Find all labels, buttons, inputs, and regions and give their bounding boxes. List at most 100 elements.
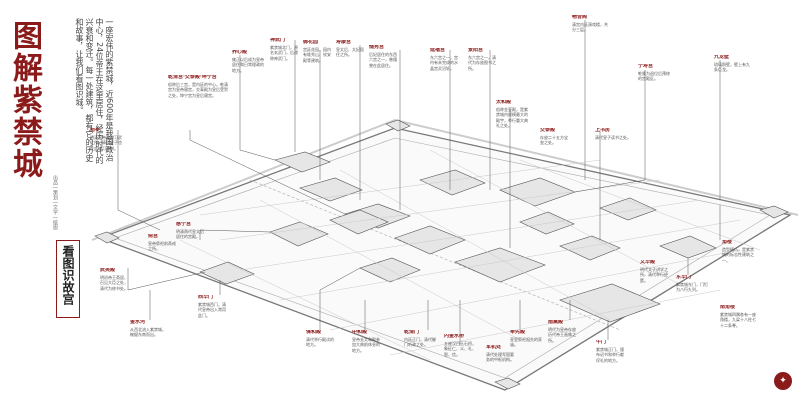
callout-text: 宫廷花园，园内有堆秀山、钦安殿等建筑。 — [303, 46, 331, 63]
callout-title: 西华门 — [198, 295, 214, 300]
callout-wumen: 午门紫禁城正门，颁布诏书和举行献俘礼的地方。 — [596, 340, 626, 385]
callout-text: 造型精巧，是紫禁城的标志性建筑之一。 — [722, 246, 754, 263]
moat — [91, 118, 799, 241]
callout-title: 九龙壁 — [714, 55, 730, 60]
callout-donghua: 东华门紫禁城东门，门钉为八行九列。 — [676, 275, 710, 315]
roof-pattern — [179, 149, 761, 361]
callout-text: 明代太子讲学之所，清代举行经筵。 — [640, 266, 668, 283]
roof-line-8 — [259, 199, 521, 341]
building-jianting — [599, 197, 657, 221]
callout-title: 太和殿 — [496, 100, 512, 105]
buildings — [94, 119, 789, 390]
callout-title: 南熏殿 — [548, 320, 564, 325]
callout-title: 上书房 — [595, 128, 611, 133]
subtitle: 看图识故宫 — [56, 240, 80, 318]
building-jiaolou-w — [94, 231, 120, 244]
building-jiaolou-n — [385, 119, 411, 132]
callout-title: 宁寿宫 — [638, 64, 654, 69]
callout-chuxiu: 储秀宫后妃居住的东西六宫之一，慈禧曾在此居住。 — [369, 45, 399, 105]
building-jiaolou-e — [759, 205, 789, 219]
building-donghua — [659, 235, 717, 259]
seal-logo: ✦ — [774, 372, 792, 390]
callout-taihe: 太和殿俗称金銮殿，是紫禁城内规模最大的殿宇，举行重大典礼之处。 — [496, 100, 530, 152]
callout-zhaigong: 斋宫皇帝祭祀前斋戒之所。 — [148, 234, 176, 264]
callout-text: 从西北流入紫禁城，蜿蜒东南而出。 — [130, 326, 166, 338]
building-cining — [269, 221, 329, 247]
callout-text: 紫禁城四隅各有一座角楼，九梁十八柱七十二条脊。 — [720, 311, 756, 328]
building-east-six — [419, 169, 486, 196]
callout-jiuqu: 九龙壁琉璃照壁，壁上有九条巨龙。 — [714, 55, 750, 105]
callout-title: 慈宁宫 — [176, 222, 192, 227]
callout-title: 保和殿 — [306, 330, 322, 335]
building-taihe — [454, 247, 546, 283]
callout-xingshan: 养心殿雍正以后成为皇帝居住和日常理政的地方。 — [232, 50, 266, 105]
callout-title: 乾清宫·交泰殿·坤宁宫 — [168, 75, 217, 80]
callout-text: 明清两代皇太后居住的宫殿。 — [176, 228, 204, 240]
leader-baohe — [319, 267, 361, 330]
callout-title: 箭亭 — [90, 128, 101, 133]
leader-palace-center — [189, 130, 346, 215]
callout-title: 午门 — [596, 340, 607, 345]
callout-text: 五座汉白玉石桥，象征仁、义、礼、智、信。 — [444, 340, 476, 357]
callout-text: 皇帝去太和殿参加大典前休息的地方。 — [352, 336, 380, 353]
callout-palace-center: 乾清宫·交泰殿·坤宁宫俗称后三宫，是内廷的中心。乾清宫为皇帝寝宫，交泰殿为皇后受… — [168, 75, 228, 137]
roof-line-3 — [239, 199, 701, 271]
callout-text: 紫禁城东门，门钉为八行九列。 — [676, 281, 708, 293]
callout-jinshui: 金水河从西北流入紫禁城，蜿蜒东南而出。 — [130, 320, 166, 390]
callout-text: 清代处理军国要务的中枢机构。 — [486, 351, 514, 363]
callout-text: 明代为皇帝存放历代帝王画像之所。 — [548, 326, 576, 343]
callout-wuying: 武英殿明初帝王斋居、召见大臣之处，清代为修书处。 — [100, 268, 130, 323]
callout-text: 紫禁城西门，清代皇帝出入常用此门。 — [198, 301, 226, 318]
roof-line-6 — [389, 289, 721, 356]
callout-title: 内金水桥 — [444, 334, 465, 339]
callout-yuhuayuan: 御花园宫廷花园，园内有堆秀山、钦安殿等建筑。 — [303, 40, 333, 102]
callout-text: 皇室祭祀祖先的家庙。 — [510, 336, 542, 348]
callout-text: 存放二十五方宝玺之处。 — [540, 134, 568, 146]
building-xihua — [199, 261, 255, 285]
callout-title: 奉先殿 — [510, 330, 526, 335]
callout-title: 中和殿 — [352, 330, 368, 335]
callout-text: 明清皇帝骑射习武之所，清代皇子也在此练习骑射。 — [90, 134, 122, 151]
callout-text: 明初帝王斋居、召见大臣之处，清代为修书处。 — [100, 274, 128, 291]
roof-line-9 — [339, 169, 611, 321]
callout-title: 角楼 — [722, 240, 733, 245]
callout-nanxun: 南熏殿明代为皇帝存放历代帝王画像之所。 — [548, 320, 578, 375]
central-axis — [249, 179, 621, 331]
leader-wuying — [127, 268, 206, 291]
callout-juntai: 军机处清代处理军国要务的中枢机构。 — [486, 345, 516, 390]
callout-title: 畅音阁 — [572, 15, 588, 20]
leader-ningshou — [574, 70, 646, 193]
callout-text: 紫禁城正门，颁布诏书和举行献俘礼的地方。 — [596, 346, 624, 363]
callout-text: 紫禁城北门，原名玄武门，后改称神武门。 — [270, 44, 298, 61]
callout-text: 内廷正门，清代御门听政之处。 — [404, 336, 436, 348]
callout-text: 后妃居住的东西六宫之一，慈禧曾在此居住。 — [369, 51, 397, 68]
callout-jiaolou: 角楼造型精巧，是紫禁城的标志性建筑之一。 — [722, 240, 756, 288]
callout-shoukang: 寿康宫皇太后、太妃居住之所。 — [336, 40, 366, 102]
callout-yanxi: 延禧宫东六宫之一，宫内有未完成的水晶宫灵沼轩。 — [430, 48, 460, 108]
callout-text: 清宫内廷演戏楼，共分三层。 — [572, 21, 608, 33]
callout-shangshu: 上书房清代皇子读书之处。 — [595, 128, 631, 198]
callout-text: 清代举行殿试的地方。 — [306, 336, 334, 348]
callout-changyin: 畅音阁清宫内廷演戏楼，共分三层。 — [572, 15, 608, 90]
callout-title: 武英殿 — [100, 268, 116, 273]
roof-line-10 — [429, 149, 691, 291]
roof-line-7 — [179, 239, 431, 361]
callout-zhonghe: 中和殿皇帝去太和殿参加大典前休息的地方。 — [352, 330, 382, 378]
callout-baohe: 保和殿清代举行殿试的地方。 — [306, 330, 336, 378]
callout-nanjiao: 南角楼紫禁城四隅各有一座角楼，九梁十八柱七十二条脊。 — [720, 305, 756, 360]
callout-title: 寿康宫 — [336, 40, 352, 45]
callout-title: 金水河 — [130, 320, 146, 325]
intro-text: 一座宏伟的紫禁城，近600年是我国政治中心，24位帝王在这里居住，经历时代的兴衰… — [75, 18, 114, 165]
callout-cining: 慈宁宫明清两代皇太后居住的宫殿。 — [176, 222, 206, 256]
callout-text: 皇太后、太妃居住之所。 — [336, 46, 364, 58]
leader-xingshan — [239, 55, 276, 161]
callout-shenwu: 神武门紫禁城北门，原名玄武门，后改称神武门。 — [270, 38, 300, 100]
callout-title: 东华门 — [676, 275, 692, 280]
callout-jianting: 箭亭明清皇帝骑射习武之所，清代皇子也在此练习骑射。 — [90, 128, 124, 188]
callout-title: 军机处 — [486, 345, 502, 350]
callout-text: 俗称后三宫，是内廷的中心。乾清宫为皇帝寝宫，交泰殿为皇后受贺之处，坤宁宫为皇后寝… — [168, 81, 228, 98]
building-shenwu — [274, 151, 331, 173]
callout-title: 交泰殿 — [540, 128, 556, 133]
callout-text: 皇帝祭祀前斋戒之所。 — [148, 240, 176, 252]
